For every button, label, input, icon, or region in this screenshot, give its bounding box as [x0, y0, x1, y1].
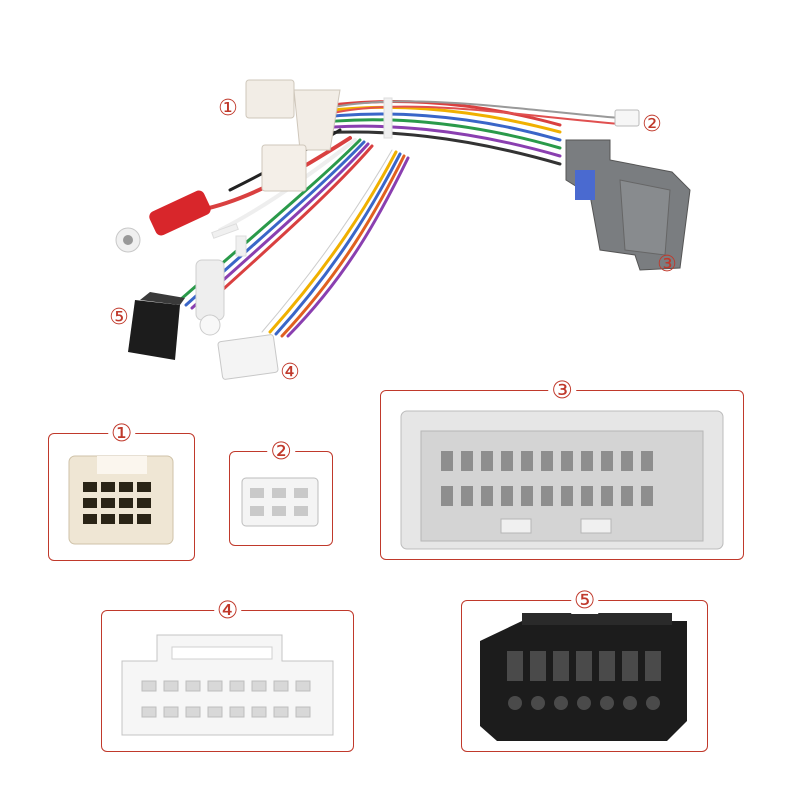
panel-label-3: ③: [548, 376, 576, 404]
rca-red-icon: [115, 190, 211, 253]
connector-3-icon: [565, 139, 691, 271]
harness-label-2: ②: [642, 112, 662, 137]
wiring-harness-image: [115, 79, 691, 380]
harness-label-5: ⑤: [109, 305, 129, 330]
panel-connector-4: ④: [101, 596, 354, 752]
panel-connector-1: ①: [48, 419, 195, 561]
harness-label-3: ③: [657, 252, 677, 277]
connector-2-icon: [614, 109, 640, 127]
white-square-connector-icon: [68, 455, 174, 545]
panel-label-5: ⑤: [570, 586, 599, 614]
harness-label-1: ①: [218, 96, 238, 121]
small-white-connector-icon: [241, 477, 319, 527]
panel-connector-2: ②: [229, 437, 333, 546]
connector-1-icon: [245, 79, 341, 192]
black-connector-icon: [480, 613, 687, 741]
large-gray-connector-icon: [400, 410, 724, 550]
connector-4-icon: [217, 334, 279, 380]
panel-label-1: ①: [107, 419, 136, 447]
connector-5-icon: [128, 292, 185, 360]
panel-label-2: ②: [267, 437, 295, 465]
panel-connector-5: ⑤: [461, 586, 708, 752]
panel-connector-3: ③: [380, 376, 744, 560]
harness-label-4: ④: [280, 360, 300, 385]
white-multi-pin-connector-icon: [121, 634, 334, 736]
rca-white-icon: [195, 259, 225, 336]
panel-label-4: ④: [213, 596, 242, 624]
